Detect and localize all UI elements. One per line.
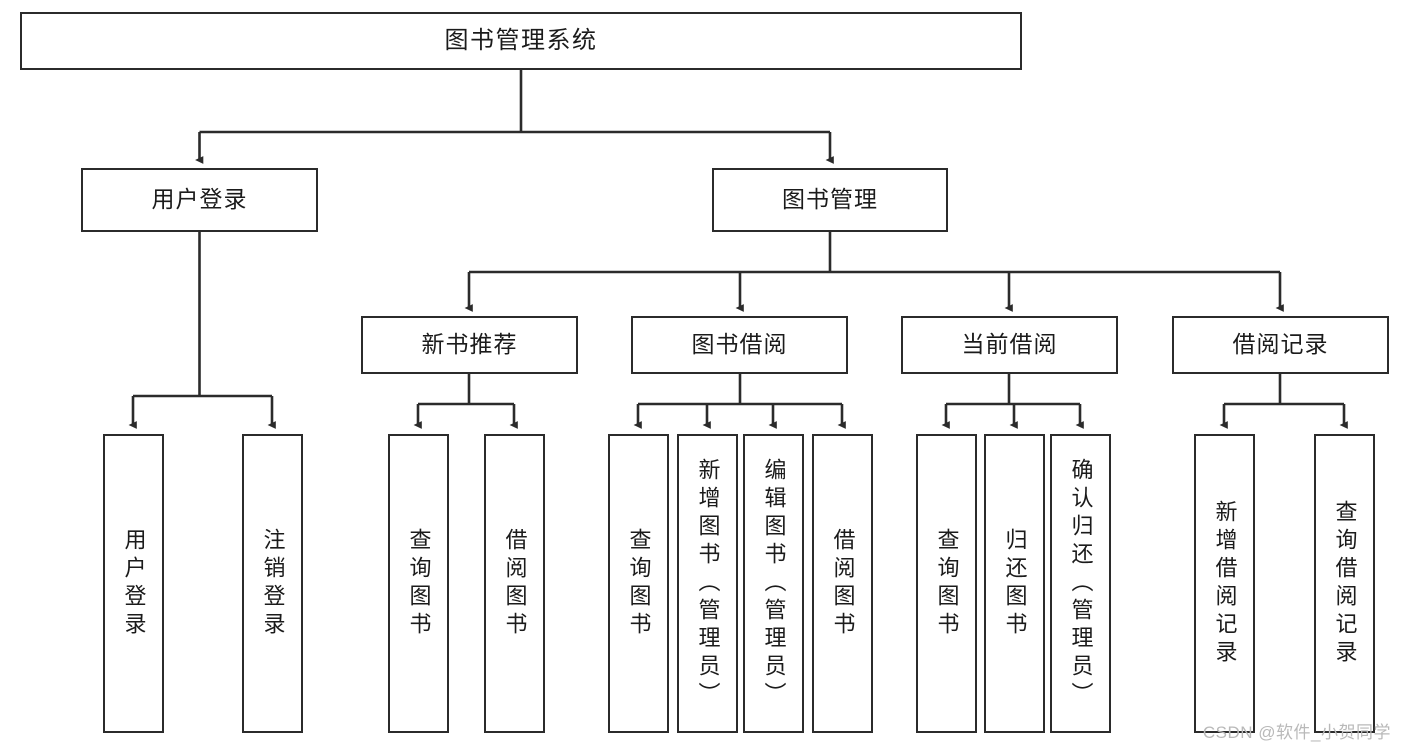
node-borrow-record[interactable]: 借阅记录 bbox=[1172, 316, 1389, 374]
leaf-newbook-query-book[interactable]: 查询图书 bbox=[388, 434, 449, 733]
leaf-logout-label: 注销登录 bbox=[260, 527, 286, 640]
leaf-newbook-borrow-book[interactable]: 借阅图书 bbox=[484, 434, 545, 733]
node-book-management-label: 图书管理 bbox=[782, 186, 878, 213]
node-user-login-label: 用户登录 bbox=[151, 186, 248, 213]
node-borrow-record-label: 借阅记录 bbox=[1232, 331, 1329, 358]
leaf-logout[interactable]: 注销登录 bbox=[242, 434, 303, 733]
node-root[interactable]: 图书管理系统 bbox=[20, 12, 1022, 70]
leaf-borrow-borrow-book[interactable]: 借阅图书 bbox=[812, 434, 873, 733]
node-user-login[interactable]: 用户登录 bbox=[81, 168, 318, 232]
node-root-label: 图书管理系统 bbox=[444, 26, 598, 54]
leaf-user-login[interactable]: 用户登录 bbox=[103, 434, 164, 733]
leaf-current-query-book-label: 查询图书 bbox=[934, 527, 960, 640]
leaf-borrow-edit-book-label: 编辑图书（管理员） bbox=[761, 457, 787, 710]
leaf-record-query-record-label: 查询借阅记录 bbox=[1332, 499, 1358, 668]
leaf-borrow-borrow-book-label: 借阅图书 bbox=[830, 527, 856, 640]
leaf-current-return-book[interactable]: 归还图书 bbox=[984, 434, 1045, 733]
leaf-current-confirm-return-label: 确认归还（管理员） bbox=[1068, 457, 1094, 710]
watermark: CSDN @软件_小贺同学 bbox=[1202, 723, 1391, 742]
leaf-newbook-borrow-book-label: 借阅图书 bbox=[502, 527, 528, 640]
node-new-book-recommend-label: 新书推荐 bbox=[421, 331, 518, 358]
leaf-newbook-query-book-label: 查询图书 bbox=[406, 527, 432, 640]
leaf-record-add-record[interactable]: 新增借阅记录 bbox=[1194, 434, 1255, 733]
node-book-borrow-label: 图书借阅 bbox=[691, 331, 788, 358]
leaf-borrow-edit-book[interactable]: 编辑图书（管理员） bbox=[743, 434, 804, 733]
leaf-borrow-add-book[interactable]: 新增图书（管理员） bbox=[677, 434, 738, 733]
leaf-borrow-query-book[interactable]: 查询图书 bbox=[608, 434, 669, 733]
leaf-borrow-add-book-label: 新增图书（管理员） bbox=[695, 457, 721, 710]
node-book-management[interactable]: 图书管理 bbox=[712, 168, 948, 232]
leaf-record-query-record[interactable]: 查询借阅记录 bbox=[1314, 434, 1375, 733]
leaf-current-query-book[interactable]: 查询图书 bbox=[916, 434, 977, 733]
leaf-current-return-book-label: 归还图书 bbox=[1002, 527, 1028, 640]
node-new-book-recommend[interactable]: 新书推荐 bbox=[361, 316, 578, 374]
node-book-borrow[interactable]: 图书借阅 bbox=[631, 316, 848, 374]
node-current-borrow[interactable]: 当前借阅 bbox=[901, 316, 1118, 374]
leaf-borrow-query-book-label: 查询图书 bbox=[626, 527, 652, 640]
node-current-borrow-label: 当前借阅 bbox=[961, 331, 1058, 358]
leaf-current-confirm-return[interactable]: 确认归还（管理员） bbox=[1050, 434, 1111, 733]
leaf-record-add-record-label: 新增借阅记录 bbox=[1212, 499, 1238, 668]
leaf-user-login-label: 用户登录 bbox=[121, 527, 147, 640]
